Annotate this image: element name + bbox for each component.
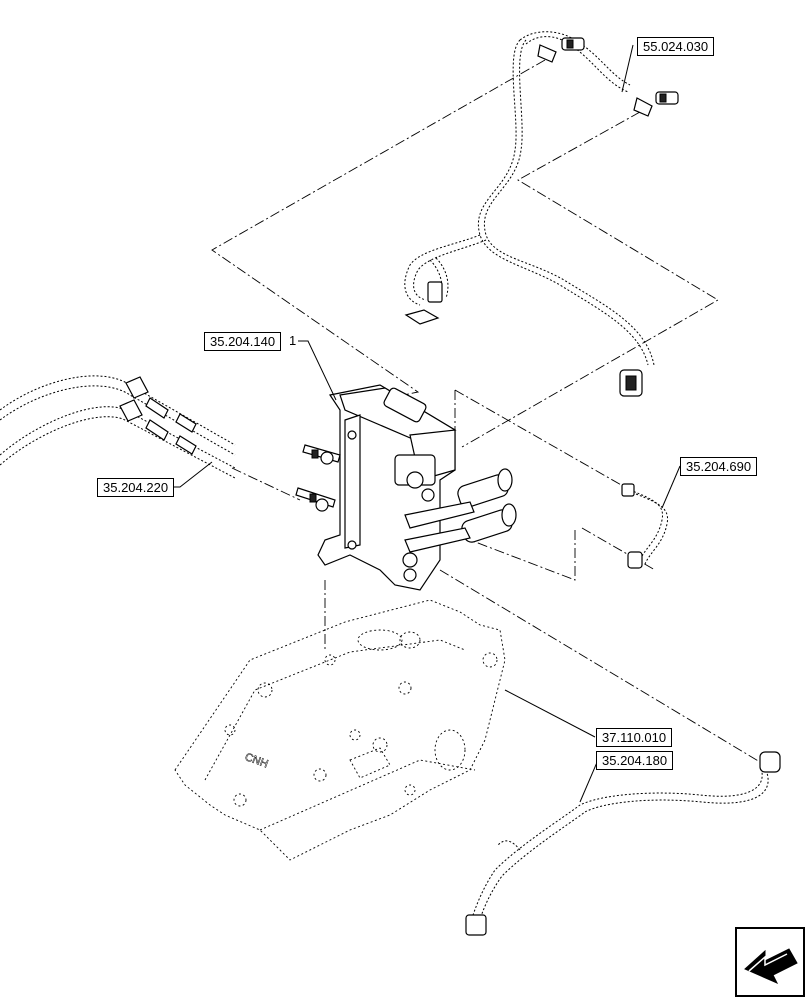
leader-35-204-140 [298,340,337,401]
reference-35-204-180[interactable]: 35.204.180 [596,751,674,770]
reference-35-204-690[interactable]: 35.204.690 [680,457,758,476]
reference-35-204-140[interactable]: 35.204.140 [204,332,282,351]
assembly-outline-right [454,389,656,581]
svg-text:CNH: CNH [243,751,270,770]
leader-35-204-180 [579,759,599,803]
reference-55-024-030[interactable]: 55.024.030 [637,37,715,56]
lower-hose [465,751,781,936]
right-connector [621,483,669,569]
assembly-outline-lower [439,569,766,766]
arrow-down-left-icon [744,948,798,985]
reference-37-110-010[interactable]: 37.110.010 [596,728,673,747]
reference-35-204-220[interactable]: 35.204.220 [97,478,175,497]
wiring-harness [404,31,679,397]
leader-37-110-010 [504,689,596,738]
assembly-outline-left [231,467,326,650]
navigation-button[interactable] [735,927,805,997]
leader-55-024-030 [621,44,634,93]
lift-housing: CNH [174,599,506,861]
leader-35-204-220 [174,461,213,488]
control-valve-assembly [295,384,517,591]
leader-35-204-690 [661,465,681,509]
lever-cables [0,375,236,479]
item-number: 1 [289,333,297,348]
